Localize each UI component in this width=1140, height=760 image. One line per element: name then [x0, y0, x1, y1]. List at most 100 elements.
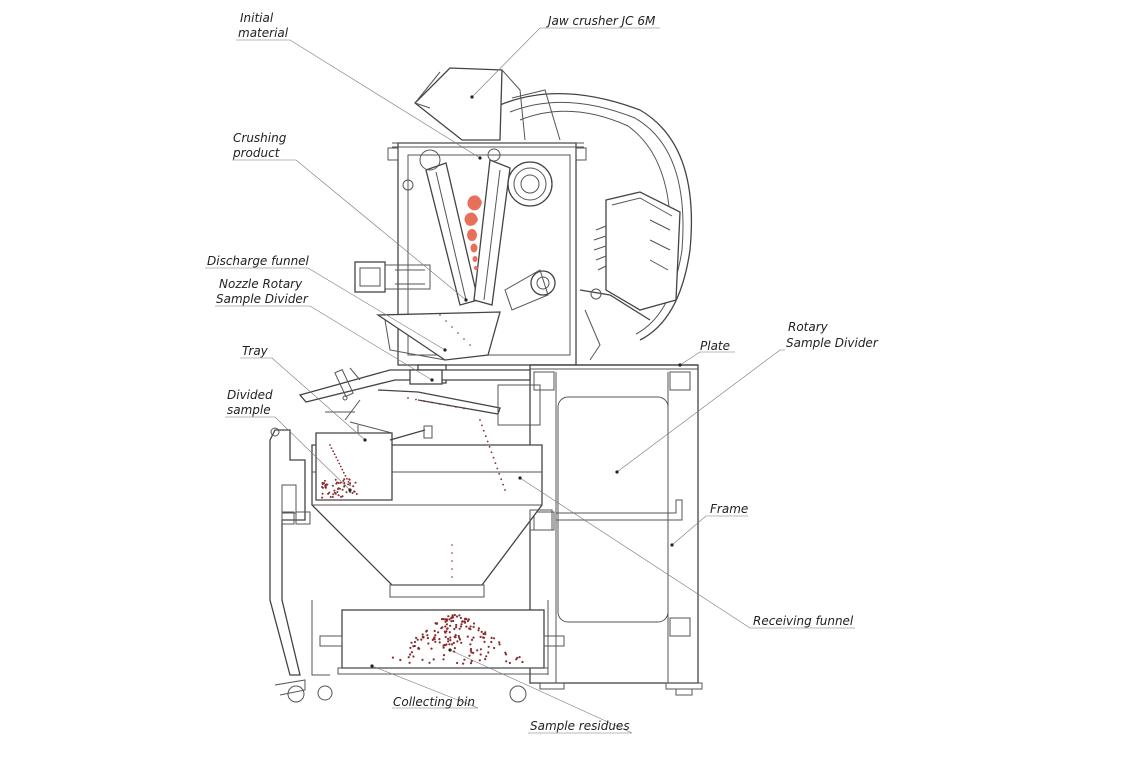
particle	[445, 320, 447, 322]
particle	[496, 467, 499, 470]
particle	[461, 620, 464, 623]
particle	[444, 620, 447, 623]
particle	[450, 620, 453, 623]
particle	[442, 644, 445, 647]
labels: Initial material Jaw crusher JC 6M Crush…	[207, 11, 879, 733]
particle	[444, 625, 447, 628]
label-plate: Plate	[700, 339, 730, 353]
particle	[415, 398, 417, 401]
particle	[508, 661, 511, 665]
particle	[329, 444, 331, 446]
leader-lines	[205, 27, 855, 734]
particle	[482, 636, 485, 639]
particle	[444, 635, 447, 639]
particle	[483, 640, 486, 644]
particle	[434, 640, 437, 643]
particle	[331, 496, 334, 498]
particle	[407, 656, 410, 659]
particle	[459, 616, 462, 620]
particle	[479, 648, 482, 651]
particle	[353, 490, 356, 493]
particle	[323, 482, 325, 485]
particle	[348, 478, 351, 481]
particle	[336, 491, 339, 493]
particle	[349, 482, 352, 485]
particle	[409, 646, 412, 650]
particle	[321, 481, 324, 484]
particle	[421, 633, 424, 636]
particle	[498, 641, 501, 644]
particle	[469, 662, 473, 665]
particle	[342, 471, 345, 474]
particle	[463, 620, 466, 623]
label-nozzle-rotary-1: Nozzle Rotary	[219, 277, 303, 291]
label-collecting-bin: Collecting bin	[393, 695, 475, 709]
particle	[351, 492, 354, 494]
particle	[423, 400, 425, 402]
particle	[333, 453, 336, 456]
particle	[459, 625, 463, 628]
particle	[354, 481, 357, 484]
particle	[472, 636, 475, 639]
motor	[593, 191, 681, 311]
particle	[418, 647, 421, 650]
particle	[446, 627, 449, 630]
particle	[500, 478, 503, 481]
particle	[458, 614, 461, 617]
particle	[451, 326, 453, 328]
particle	[484, 658, 487, 661]
eccentric-shaft	[504, 161, 556, 311]
particle	[490, 640, 493, 644]
label-initial-material-1: Initial	[240, 11, 274, 25]
particle	[469, 344, 471, 346]
particle	[335, 456, 338, 459]
particle	[515, 658, 518, 661]
particle	[476, 649, 479, 652]
particle	[391, 656, 394, 659]
particle	[452, 641, 455, 645]
particle	[457, 634, 460, 638]
particle	[484, 633, 487, 636]
particle	[329, 496, 332, 498]
particle	[321, 496, 324, 499]
frame	[529, 364, 703, 696]
particle	[342, 479, 345, 482]
particle	[346, 477, 348, 480]
particle	[486, 440, 489, 443]
particle	[492, 456, 495, 459]
particle	[433, 638, 436, 641]
particle	[343, 478, 346, 481]
crusher-jaws	[402, 148, 511, 306]
particle	[324, 485, 327, 488]
particle	[485, 655, 488, 658]
particle	[452, 619, 455, 623]
particle	[450, 643, 454, 646]
particle	[466, 619, 469, 623]
particle	[412, 655, 415, 658]
particle	[504, 653, 508, 656]
particle	[490, 451, 493, 454]
particle	[441, 626, 444, 629]
particle	[458, 636, 461, 639]
particle	[439, 403, 441, 405]
particle	[427, 642, 430, 645]
particle	[487, 651, 490, 654]
particle	[463, 407, 465, 410]
particle	[355, 493, 358, 495]
particle	[322, 486, 324, 489]
particle	[449, 636, 452, 639]
particle	[447, 637, 450, 641]
particle	[433, 629, 436, 633]
particle	[479, 635, 482, 639]
label-crushing-product-2: product	[232, 146, 281, 160]
crushing-material	[464, 195, 482, 270]
particle	[451, 552, 453, 554]
particle	[445, 618, 449, 621]
particle	[470, 638, 474, 642]
particle	[453, 627, 456, 631]
particle	[331, 484, 334, 487]
particle	[478, 659, 481, 662]
particle	[492, 637, 496, 640]
particle	[343, 485, 346, 488]
particle	[328, 491, 331, 494]
